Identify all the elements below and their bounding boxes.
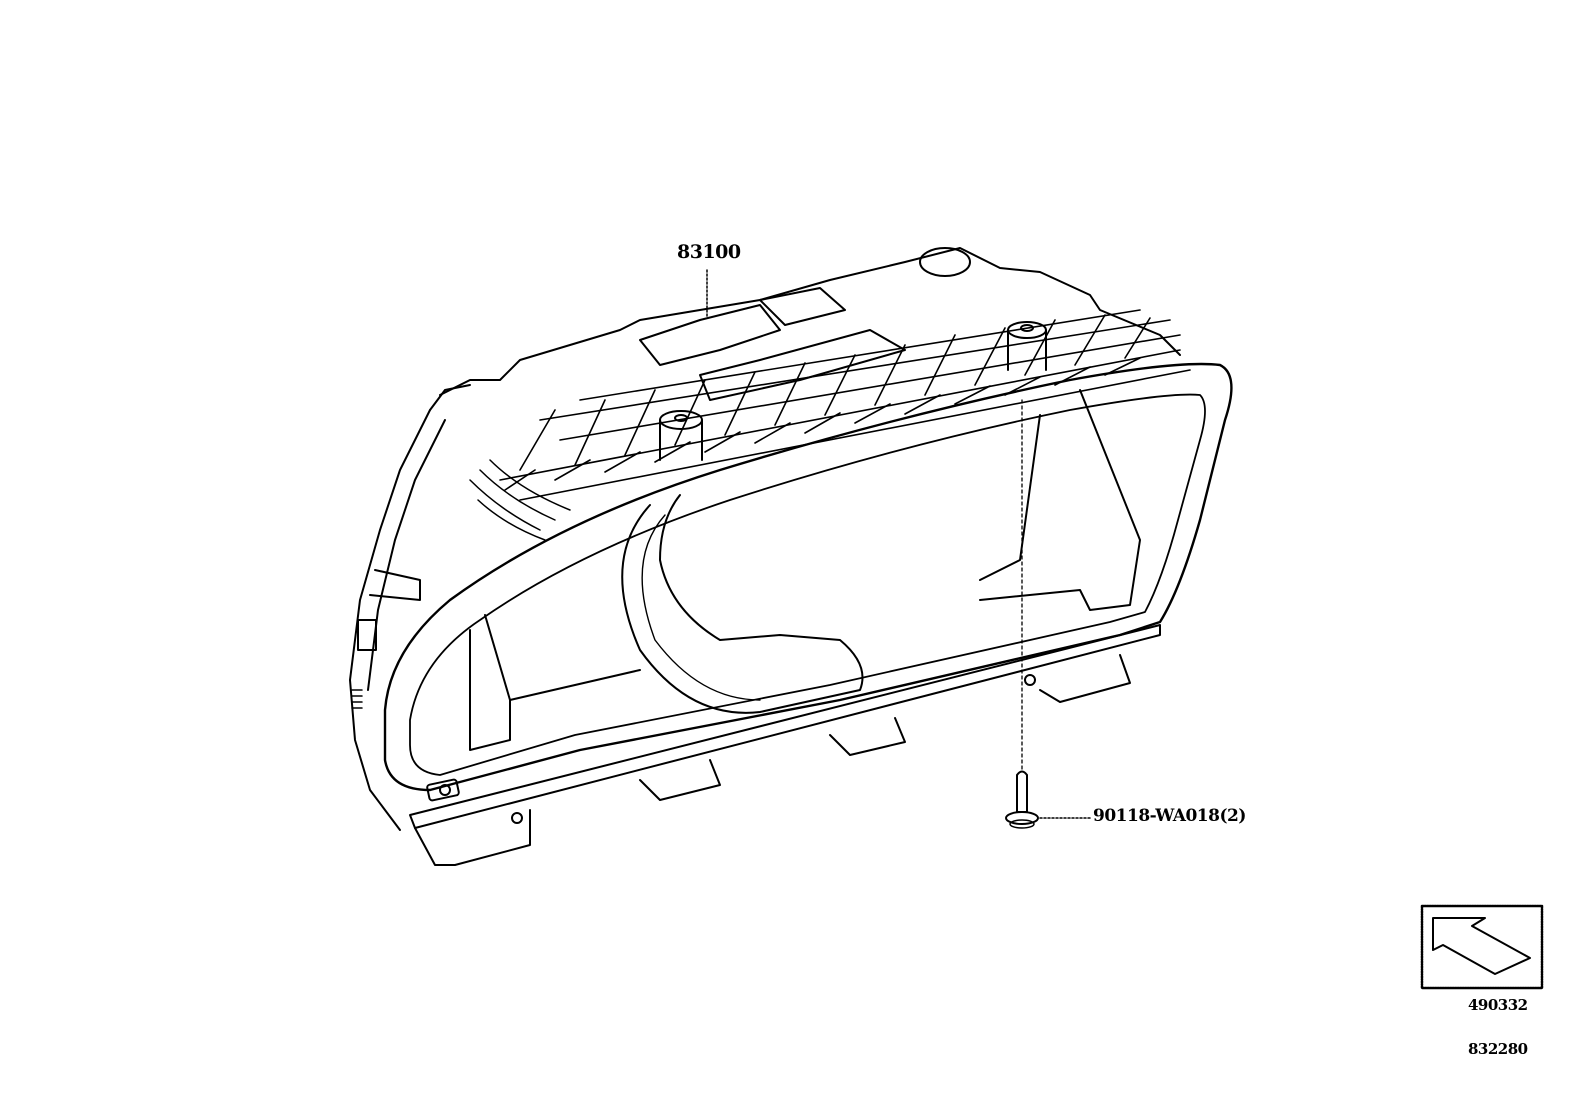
callout-83100[interactable]: 83100 [677, 241, 741, 263]
front-direction-arrow-icon [1420, 904, 1544, 990]
instrument-cluster-illustration [349, 247, 1233, 866]
illustration-code: 832280 [1468, 1040, 1528, 1058]
callout-screw-part-number[interactable]: 90118-WA018(2) [1093, 806, 1246, 826]
direction-indicator-code: 490332 [1468, 996, 1528, 1014]
screw-illustration [1005, 399, 1091, 829]
